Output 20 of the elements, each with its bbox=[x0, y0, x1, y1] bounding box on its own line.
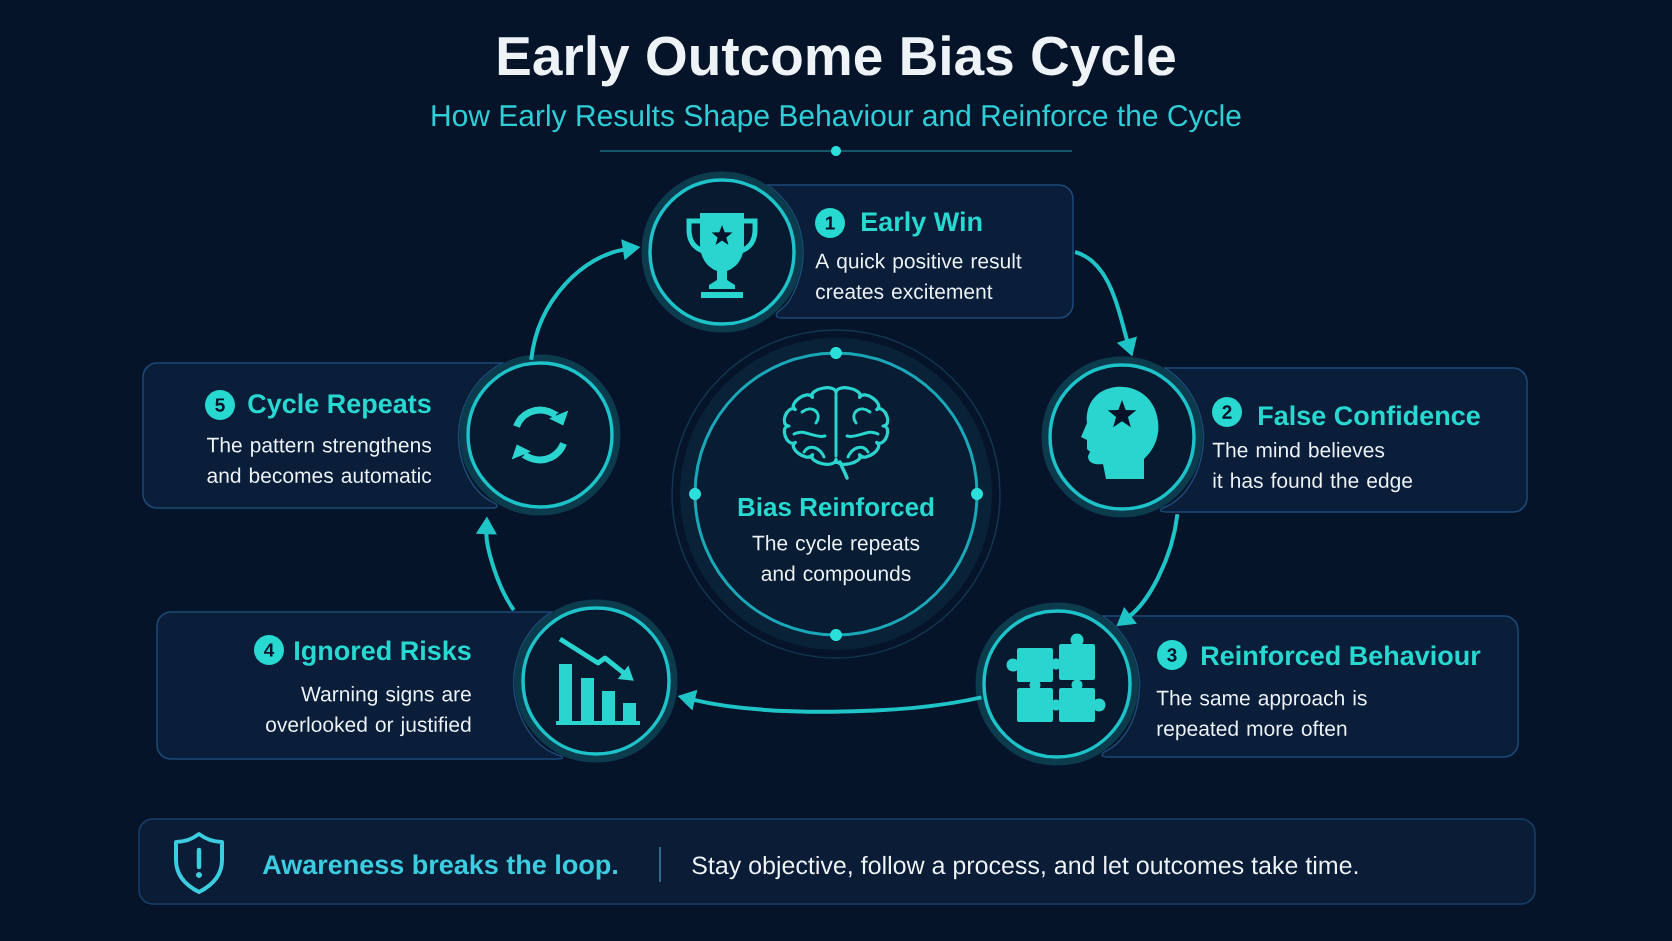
step-card bbox=[1101, 615, 1519, 758]
step-title: Reinforced Behaviour bbox=[1202, 645, 1481, 666]
step-title: Cycle Repeats bbox=[248, 393, 431, 419]
tip-text: Stay objective, follow a process, and let outcomes take time. bbox=[692, 855, 1358, 880]
number-badge: 2 bbox=[1212, 397, 1242, 427]
step-description: The pattern strengthens and becomes automatic bbox=[207, 437, 432, 483]
circle-title: Bias Reinforced bbox=[738, 497, 934, 517]
circle-description: The cycle repeats and compounds bbox=[752, 535, 920, 586]
step-title: Early Win bbox=[862, 211, 982, 237]
number-badge: 3 bbox=[1157, 640, 1187, 670]
subtitle: How Early Results Shape Behaviour and Reinforce the Cycle bbox=[432, 104, 1241, 133]
step-description: A quick positive result creates excitement bbox=[815, 253, 1022, 299]
step-description: The mind believes it has found the edge bbox=[1212, 442, 1413, 493]
step-card bbox=[1159, 367, 1528, 513]
key-message: Awareness breaks the loop. bbox=[262, 854, 617, 880]
step-title: False Confidence bbox=[1259, 405, 1480, 426]
number-badge: 1 bbox=[815, 208, 845, 238]
number-badge: 5 bbox=[205, 390, 235, 420]
title: Early Outcome Bias Cycle bbox=[498, 35, 1175, 87]
step-description: The same approach is repeated more often bbox=[1156, 690, 1367, 741]
